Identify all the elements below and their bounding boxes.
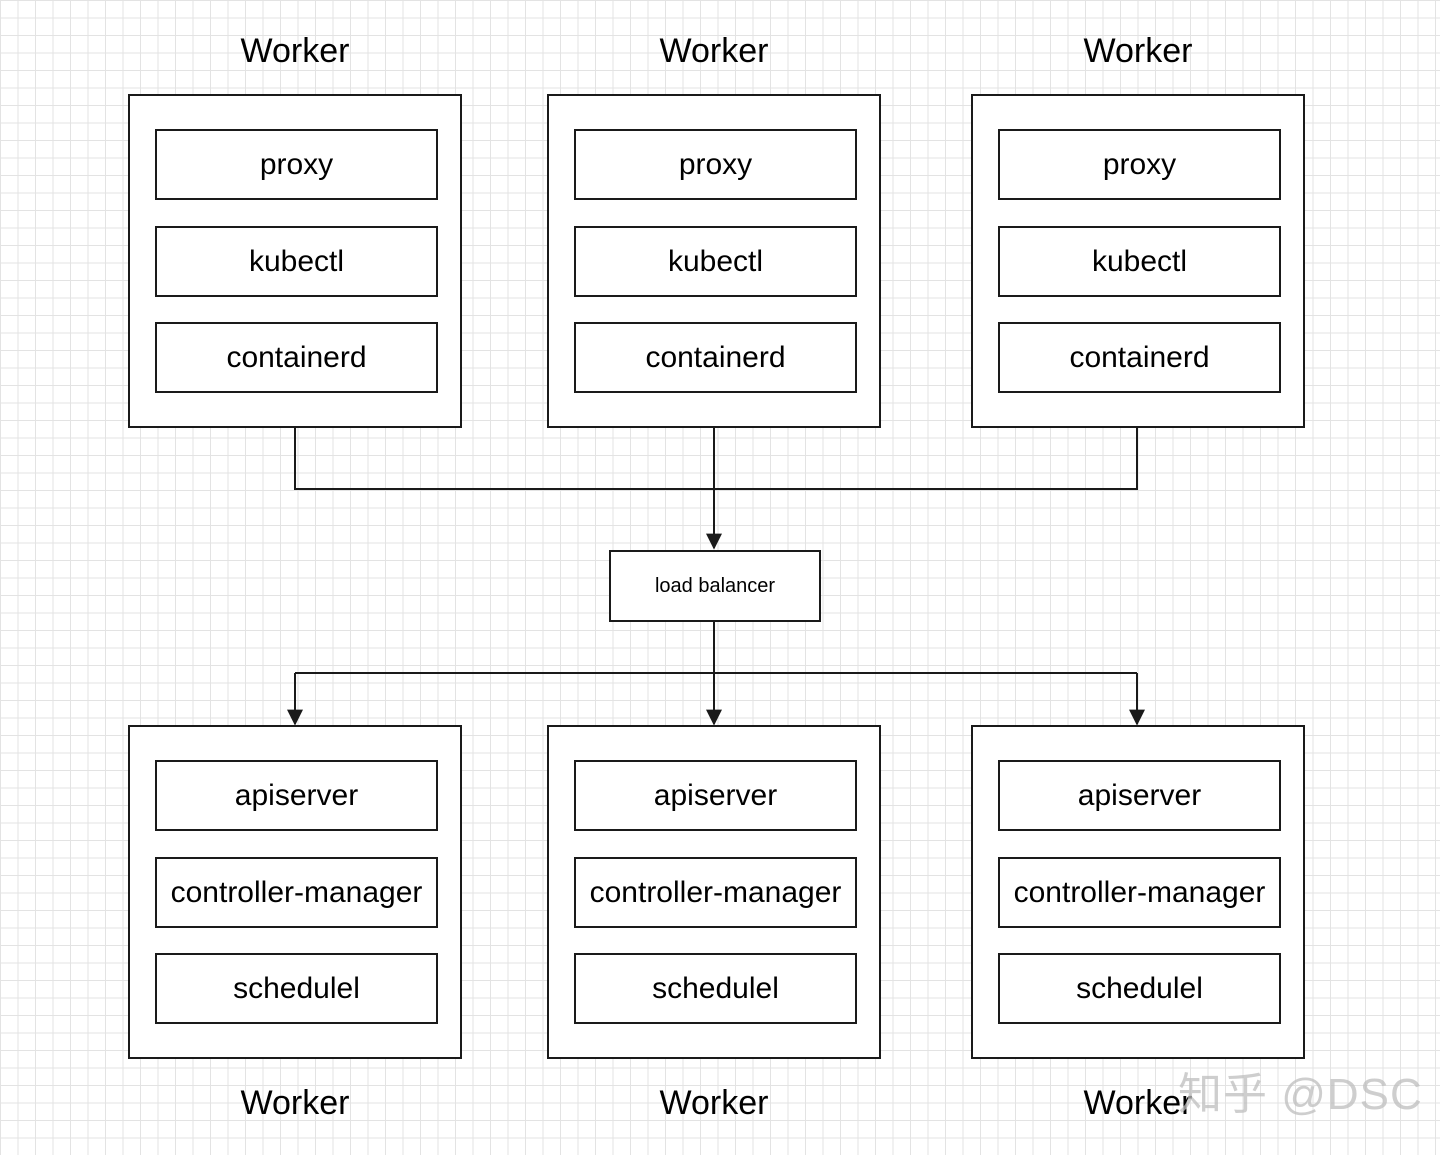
bottom-worker-1: apiserver controller-manager schedulel [128,725,462,1059]
containerd-box: containerd [574,322,857,393]
connector-top-right [714,428,1138,490]
connector-top-left [294,428,714,490]
kubectl-box: kubectl [155,226,438,297]
top-worker-2: proxy kubectl containerd [547,94,881,428]
kubectl-box: kubectl [574,226,857,297]
scheduler-box: schedulel [155,953,438,1024]
bottom-worker-3: apiserver controller-manager schedulel [971,725,1305,1059]
controller-manager-box: controller-manager [155,857,438,928]
top-worker-1: proxy kubectl containerd [128,94,462,428]
apiserver-box: apiserver [574,760,857,831]
bottom-worker-2-title: Worker [659,1084,769,1122]
scheduler-box: schedulel [998,953,1281,1024]
proxy-box: proxy [574,129,857,200]
controller-manager-box: controller-manager [998,857,1281,928]
scheduler-box: schedulel [574,953,857,1024]
bottom-worker-1-title: Worker [240,1084,350,1122]
top-worker-3: proxy kubectl containerd [971,94,1305,428]
top-worker-1-title: Worker [240,32,350,70]
apiserver-box: apiserver [998,760,1281,831]
watermark: 知乎 @DSC [1178,1070,1423,1119]
bottom-worker-2: apiserver controller-manager schedulel [547,725,881,1059]
proxy-box: proxy [998,129,1281,200]
controller-manager-box: controller-manager [574,857,857,928]
bottom-worker-3-title: Worker [1083,1084,1193,1122]
proxy-box: proxy [155,129,438,200]
containerd-box: containerd [155,322,438,393]
apiserver-box: apiserver [155,760,438,831]
containerd-box: containerd [998,322,1281,393]
kubectl-box: kubectl [998,226,1281,297]
load-balancer-box: load balancer [609,550,821,622]
top-worker-3-title: Worker [1083,32,1193,70]
top-worker-2-title: Worker [659,32,769,70]
